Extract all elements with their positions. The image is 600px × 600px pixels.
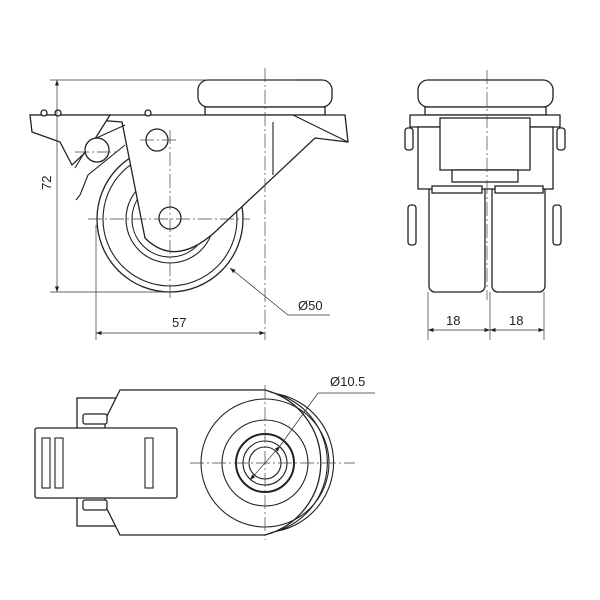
dim-wheel-width-left: 18 xyxy=(446,313,460,328)
dim-height: 72 xyxy=(39,176,54,190)
wheel-right xyxy=(491,184,546,293)
side-view xyxy=(29,68,349,340)
dim-offset: 57 xyxy=(172,315,186,330)
top-view xyxy=(34,385,375,540)
dim-wheel-width-right: 18 xyxy=(509,313,523,328)
dim-bolt-hole: Ø10.5 xyxy=(330,374,365,389)
dim-wheel-diameter: Ø50 xyxy=(298,298,323,313)
fork xyxy=(29,114,349,253)
brake-lever xyxy=(29,114,112,167)
brake-pedal xyxy=(34,427,178,499)
front-view xyxy=(404,70,566,340)
wheel-left xyxy=(428,184,486,293)
